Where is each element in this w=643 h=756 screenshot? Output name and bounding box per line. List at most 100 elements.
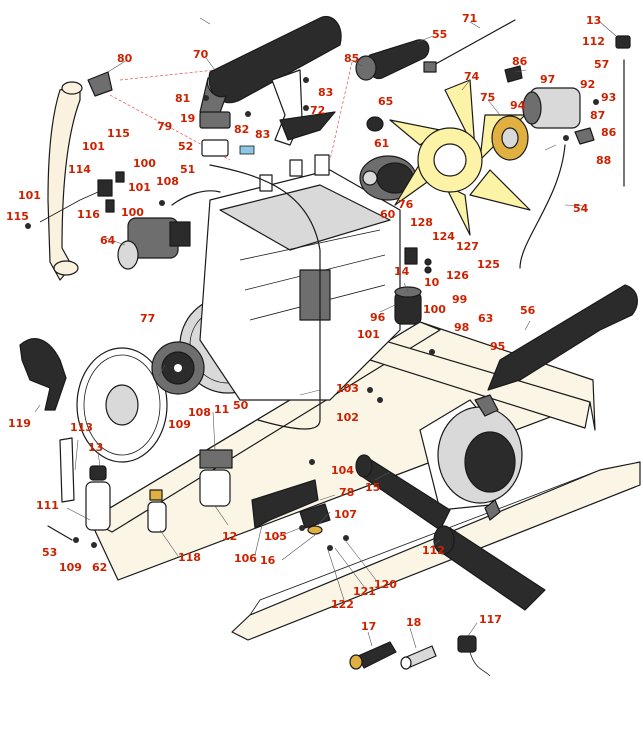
callout-80: 80 [117, 52, 133, 65]
fan-spacer [491, 115, 529, 161]
callout-128: 128 [410, 216, 433, 229]
sensor-cluster [404, 247, 432, 274]
flywheel-housing-plate [76, 347, 168, 463]
callout-107: 107 [334, 508, 357, 521]
callout-57: 57 [594, 58, 609, 71]
callout-118: 106 [234, 552, 257, 565]
air-filter-element-16 [433, 525, 546, 611]
callout-71: 71 [462, 12, 477, 25]
exhaust-gasket [199, 111, 255, 157]
callout-50: 50 [233, 399, 249, 412]
fasteners [25, 77, 599, 551]
callout-104: 104 [331, 464, 354, 477]
connector-plug [457, 635, 491, 677]
callout-14: 14 [394, 265, 410, 278]
callout-56: 56 [520, 304, 536, 317]
thermostat-housing [366, 116, 384, 132]
air-hose [487, 284, 638, 391]
callout-19: 19 [180, 112, 195, 125]
dipstick-cap-top [615, 35, 631, 187]
engine-block [199, 154, 401, 401]
callout-85: 85 [344, 52, 359, 65]
callout-109: 109 [168, 418, 191, 431]
callout-117: 117 [479, 613, 502, 626]
callout-11: 11 [214, 403, 229, 416]
intake-hose [355, 39, 430, 81]
callout-53: 53 [42, 546, 57, 559]
starter-motor [117, 217, 191, 270]
callout-97: 97 [540, 73, 555, 86]
callout-108: 108 [156, 175, 179, 188]
callout-51: 51 [180, 163, 195, 176]
callout-88: 88 [596, 154, 611, 167]
air-restriction-indicator [474, 394, 499, 417]
leader-lines [34, 17, 617, 649]
callout-86: 86 [512, 55, 528, 68]
callout-55: 55 [432, 28, 447, 41]
callout-105: 105 [264, 530, 287, 543]
callout-122: 122 [331, 598, 354, 611]
callout-127: 127 [456, 240, 479, 253]
callout-101-d: 101 [357, 328, 380, 341]
air-intake-tube [47, 71, 113, 281]
callout-108-b: 108 [188, 406, 211, 419]
callout-98: 98 [454, 321, 469, 334]
callout-83-b: 83 [255, 128, 270, 141]
callout-15: 15 [365, 481, 380, 494]
callout-93: 93 [601, 91, 616, 104]
callout-13: 13 [586, 14, 601, 27]
callout-124: 124 [432, 230, 455, 243]
callout-114: 114 [68, 163, 91, 176]
engine-mount-right [299, 503, 331, 535]
callout-116: 116 [77, 208, 100, 221]
callout-99: 99 [452, 293, 467, 306]
sleeve [400, 645, 437, 670]
callout-101-b: 101 [128, 181, 151, 194]
callout-113: 113 [70, 421, 93, 434]
coupling-disc [151, 341, 205, 395]
callout-77: 77 [140, 312, 155, 325]
fuel-hose [171, 190, 221, 206]
callout-62: 118 [178, 551, 201, 564]
callout-70: 70 [193, 48, 209, 61]
callout-83: 83 [318, 86, 333, 99]
air-cleaner [419, 399, 523, 521]
callout-65: 65 [378, 95, 393, 108]
callout-72: 72 [310, 104, 325, 117]
callout-112: 112 [582, 35, 605, 48]
muffler [199, 16, 342, 119]
callout-12: 12 [222, 530, 237, 543]
callout-52: 52 [178, 140, 193, 153]
callout-92: 92 [580, 78, 595, 91]
callout-54: 54 [573, 202, 589, 215]
callout-95: 95 [490, 340, 505, 353]
hydraulic-pump [504, 65, 595, 145]
callout-119: 119 [8, 417, 31, 430]
callout-94: 94 [510, 99, 526, 112]
callout-120: 120 [374, 578, 397, 591]
callout-81: 81 [175, 92, 190, 105]
callout-18: 18 [406, 616, 421, 629]
callout-115-b: 115 [6, 210, 29, 223]
callout-60: 60 [380, 208, 396, 221]
callout-87: 87 [590, 109, 605, 122]
sensor-bracket [39, 171, 125, 223]
callout-86-b: 86 [601, 126, 617, 139]
dipstick-tube [209, 164, 321, 430]
callout-63: 63 [478, 312, 493, 325]
callout-102: 102 [336, 411, 359, 424]
callout-121: 121 [353, 585, 376, 598]
callout-96: 96 [370, 311, 386, 324]
fuel-pump [147, 489, 167, 533]
callout-112-b: 109 [59, 561, 82, 574]
water-separator [199, 449, 233, 507]
callout-125: 125 [477, 258, 500, 271]
callout-106: 16 [260, 554, 276, 567]
callout-79: 79 [157, 120, 172, 133]
muffler-bracket [271, 69, 336, 146]
cooling-fan [389, 79, 531, 236]
callout-76: 76 [398, 198, 414, 211]
callout-100: 100 [133, 157, 156, 170]
callout-17: 17 [361, 620, 376, 633]
